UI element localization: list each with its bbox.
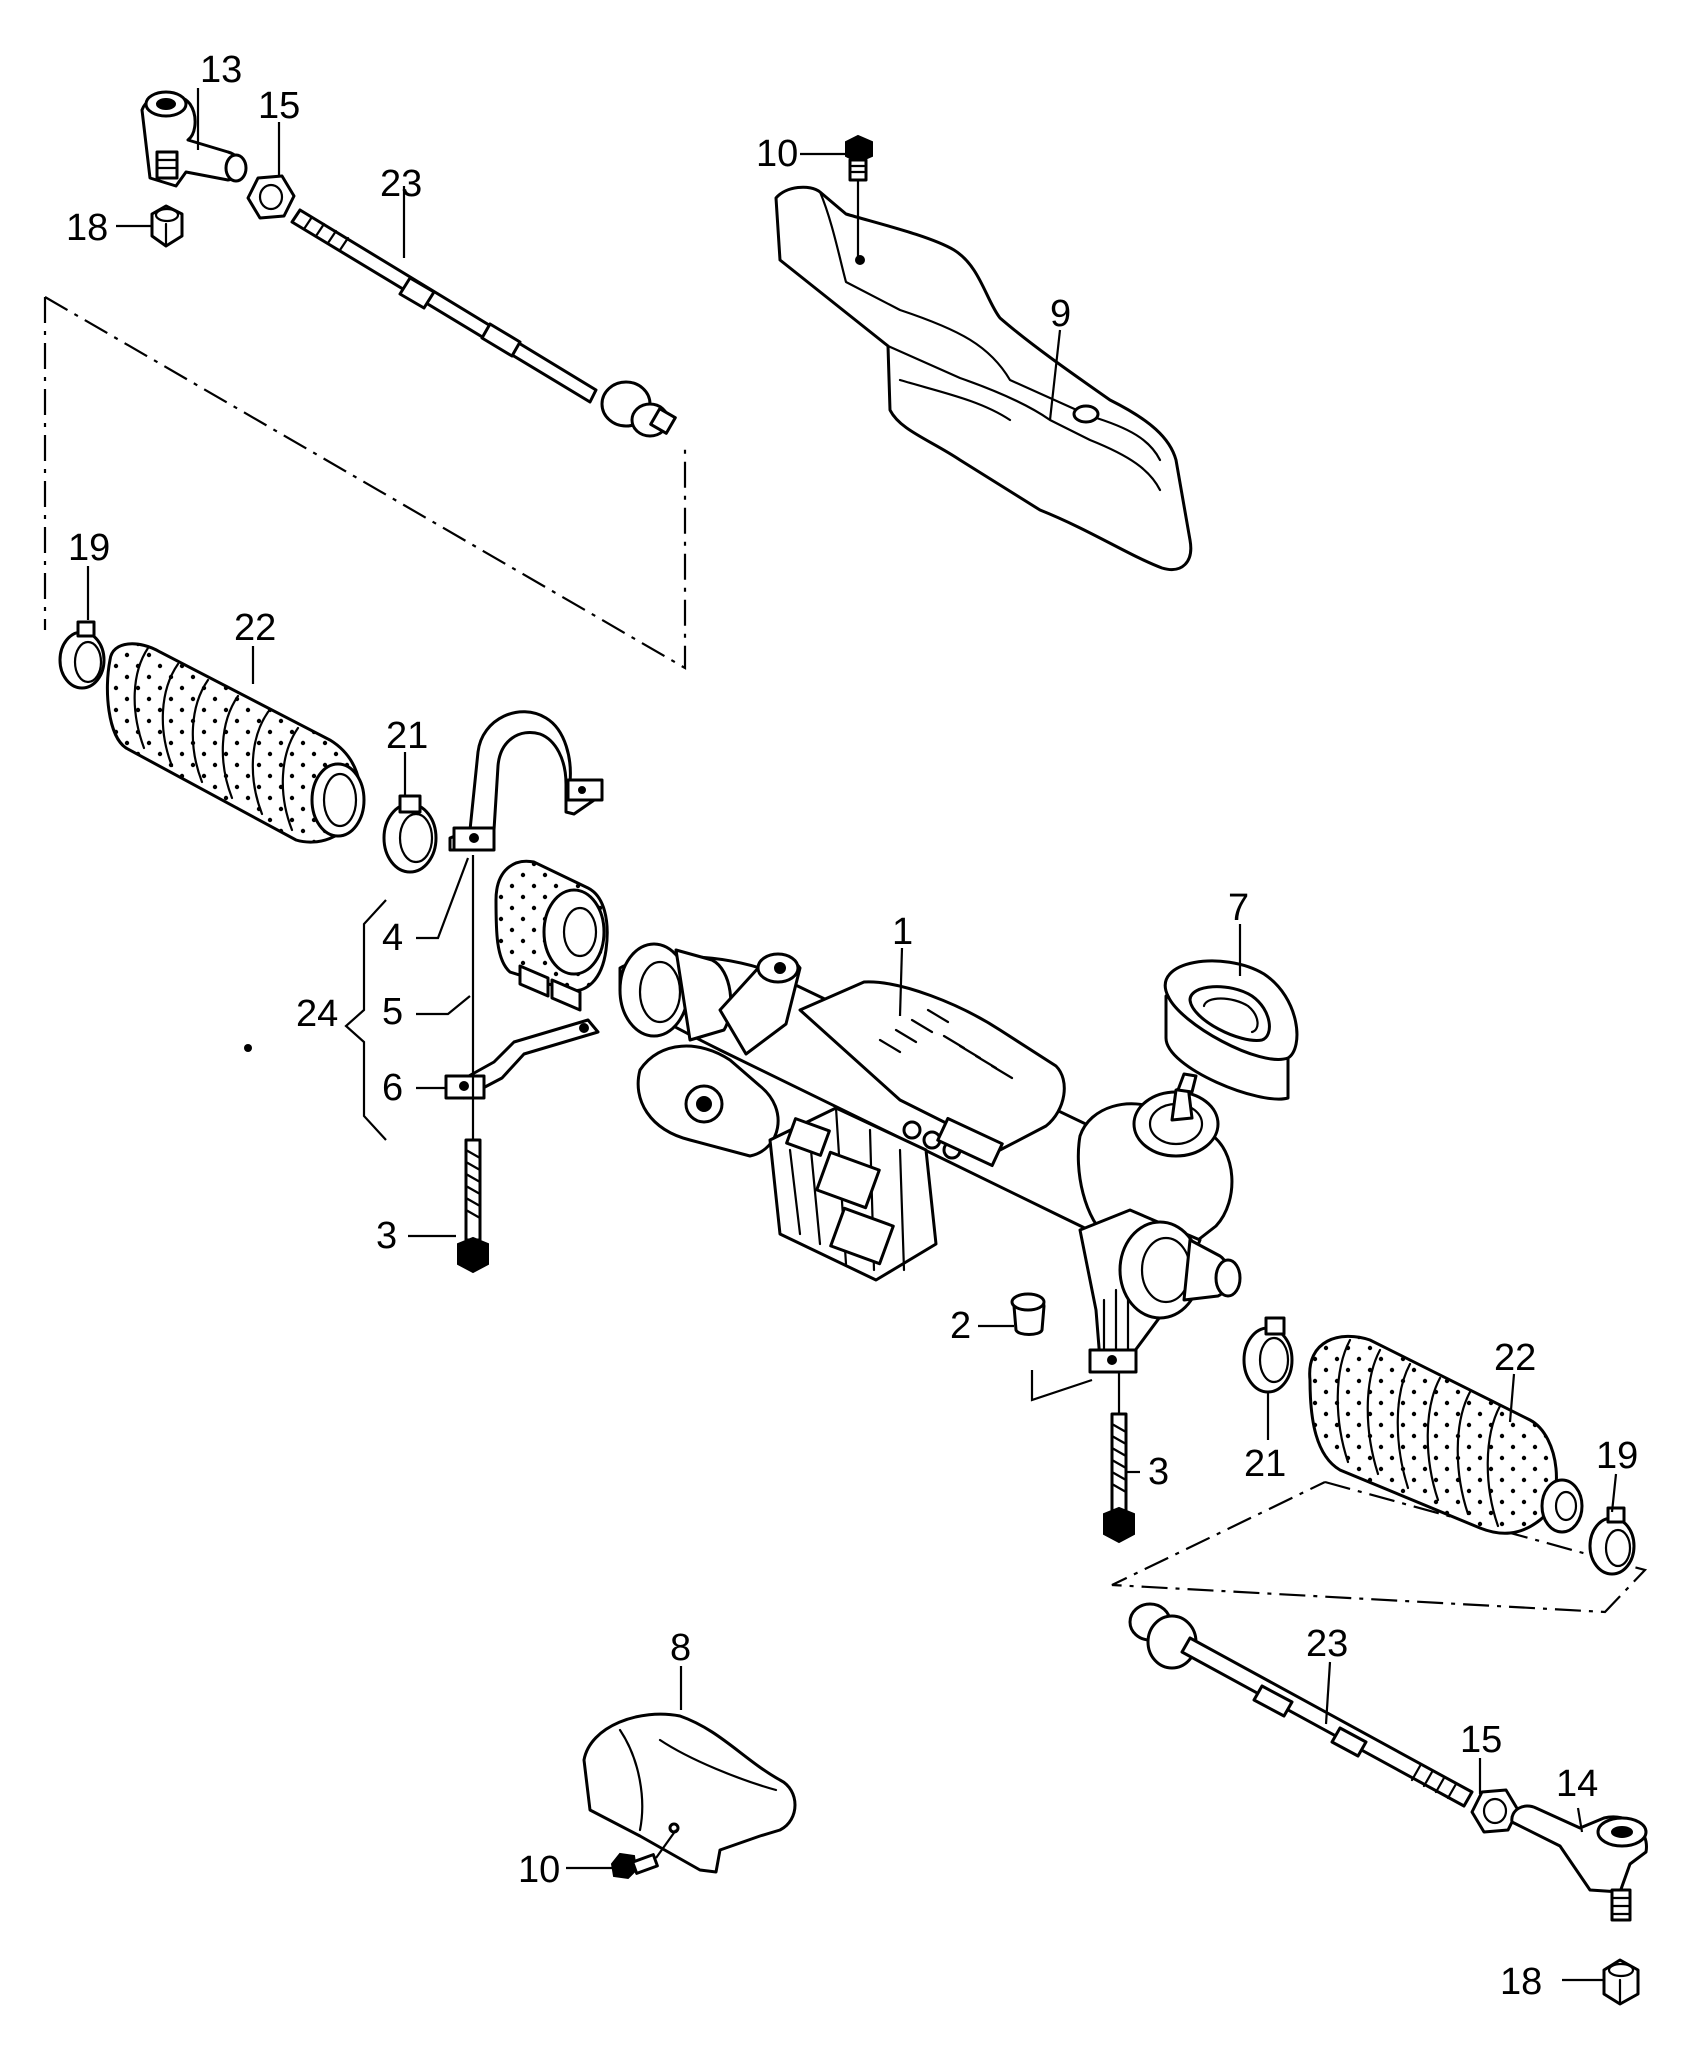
- inner-tie-rod-bottom: [1128, 1602, 1474, 1808]
- callout-1: 1: [892, 911, 913, 953]
- callout-15-bottom: 15: [1460, 1719, 1502, 1761]
- boot-22-right: [1308, 1334, 1584, 1535]
- bolt-3-left: [457, 1138, 489, 1274]
- callout-19-right: 19: [1596, 1435, 1638, 1477]
- callout-21-right: 21: [1244, 1443, 1286, 1485]
- plug-2: [1010, 1292, 1046, 1336]
- nut-15-left: [246, 174, 296, 220]
- nut-18-left: [150, 204, 184, 248]
- callout-23-top: 23: [380, 163, 422, 205]
- callout-5: 5: [382, 991, 403, 1033]
- bolt-3-right: [1103, 1412, 1135, 1544]
- heat-shield-9: [774, 185, 1193, 571]
- gasket-7: [1163, 959, 1299, 1101]
- mounting-bracket-6: [444, 1018, 600, 1100]
- callout-2: 2: [950, 1305, 971, 1347]
- callout-3-left: 3: [376, 1215, 397, 1257]
- callout-21-left: 21: [386, 715, 428, 757]
- heat-shield-8: [582, 1712, 797, 1874]
- callout-24: 24: [296, 993, 338, 1035]
- callout-9: 9: [1050, 293, 1071, 335]
- callout-leaders: [86, 88, 1618, 1982]
- bolt-10-top: [845, 134, 873, 258]
- callout-10-top: 10: [756, 133, 798, 175]
- brace-24: [344, 899, 387, 1141]
- rubber-bushing-5: [494, 859, 609, 1012]
- assembly-boundary-right: [1111, 1480, 1648, 1614]
- assembly-boundary-left: [43, 296, 687, 670]
- clamp-21-right: [1242, 1316, 1294, 1394]
- callout-23-bottom: 23: [1306, 1623, 1348, 1665]
- callout-10-bottom: 10: [518, 1849, 560, 1891]
- callout-13: 13: [200, 49, 242, 91]
- callout-6: 6: [382, 1067, 403, 1109]
- clamp-19-left: [58, 620, 106, 690]
- callout-18-bottom: 18: [1500, 1961, 1542, 2003]
- callout-labels: 13 15 18 23 10 9 19 22 21 4 5 24 6 3 1 7…: [66, 49, 1638, 2003]
- callout-8: 8: [670, 1627, 691, 1669]
- callout-3-right: 3: [1148, 1451, 1169, 1493]
- stray-dot: [244, 1044, 252, 1052]
- callout-7: 7: [1228, 887, 1249, 929]
- mounting-clamp-4: [448, 710, 604, 852]
- tie-rod-end-left: [140, 90, 248, 188]
- leader-2-bracket: [1030, 1370, 1093, 1402]
- callout-4: 4: [382, 917, 403, 959]
- clamp-21-left: [382, 794, 438, 874]
- inner-tie-rod-top: [290, 208, 677, 438]
- nut-18-bottom: [1602, 1958, 1640, 2006]
- nut-15-bottom: [1470, 1788, 1520, 1834]
- callout-14: 14: [1556, 1763, 1598, 1805]
- callout-19-left: 19: [68, 527, 110, 569]
- callout-22-left: 22: [234, 607, 276, 649]
- callout-18-top: 18: [66, 207, 108, 249]
- bolt-10-bottom: [610, 1829, 677, 1880]
- tie-rod-end-right: [1510, 1804, 1648, 1922]
- callout-15-top: 15: [258, 85, 300, 127]
- clamp-19-right: [1588, 1506, 1636, 1576]
- callout-22-right: 22: [1494, 1337, 1536, 1379]
- steering-rack-1: [618, 942, 1242, 1374]
- boot-22-left: [105, 642, 366, 844]
